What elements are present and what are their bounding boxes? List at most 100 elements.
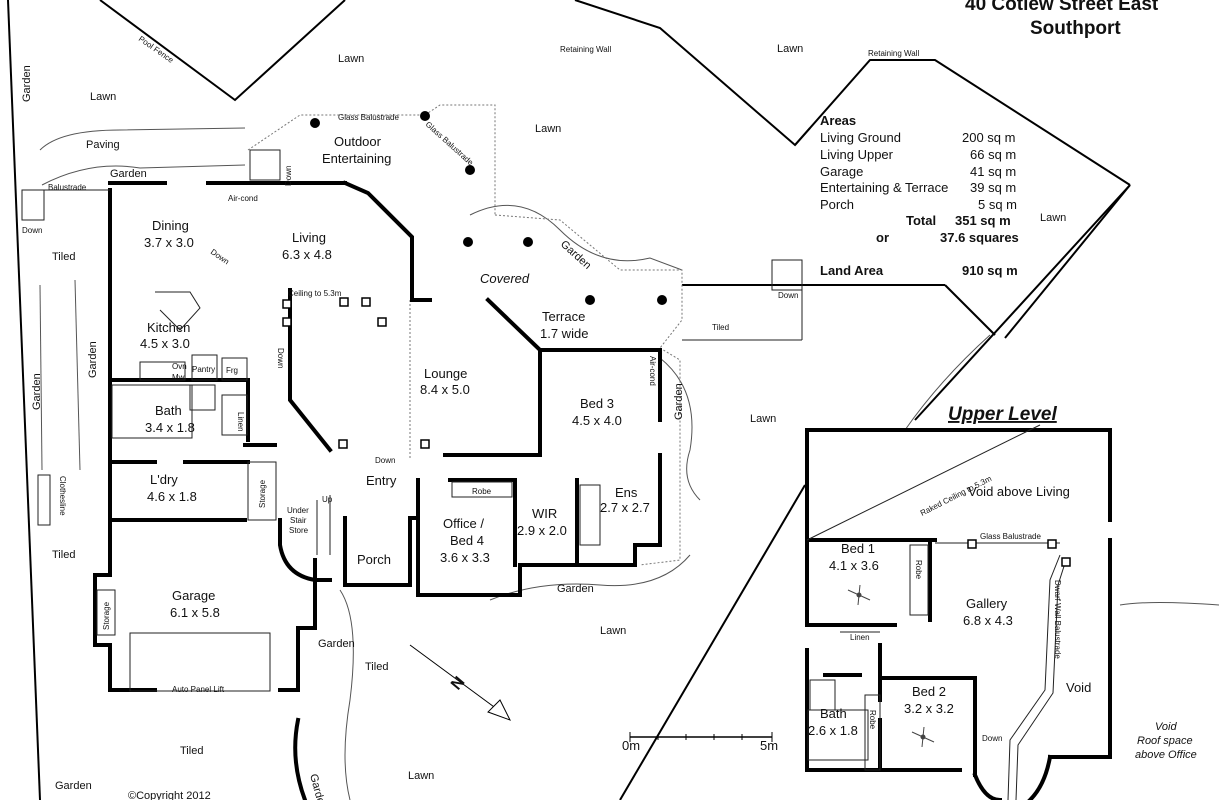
tiled-label: Tiled xyxy=(180,745,203,757)
areas-row-label: Porch xyxy=(820,197,854,212)
room-bed1-name: Bed 1 xyxy=(841,541,875,556)
room-bath-size: 3.4 x 1.8 xyxy=(145,420,195,435)
down-label: Down xyxy=(209,247,231,266)
room-terrace-name: Terrace xyxy=(542,309,585,324)
upper-robe-label: Robe xyxy=(914,560,923,580)
site-labels: Lawn Lawn Lawn Lawn Lawn Lawn Lawn Lawn … xyxy=(21,34,1066,800)
areas-row-value: 41 sq m xyxy=(970,164,1016,179)
retaining-wall-label: Retaining Wall xyxy=(560,45,612,54)
storage-label: Storage xyxy=(102,601,111,630)
down-label: Down xyxy=(22,226,42,235)
lawn-label: Lawn xyxy=(90,91,116,103)
garden-label: Garden xyxy=(557,583,594,595)
tiled-label: Tiled xyxy=(52,549,75,561)
room-office-size: 3.6 x 3.3 xyxy=(440,550,490,565)
garden-label: Garden xyxy=(31,373,43,410)
north-label: N xyxy=(448,674,468,694)
ground-floor-walls xyxy=(93,180,662,800)
lawn-label: Lawn xyxy=(600,625,626,637)
upper-level-walls xyxy=(805,424,1112,800)
storage-label: Storage xyxy=(258,479,267,508)
retaining-wall-label: Retaining Wall xyxy=(868,49,920,58)
under-stair-label: Stair xyxy=(290,516,307,525)
title-line2: Southport xyxy=(1030,18,1121,39)
glass-balustrade-label: Glass Balustrade xyxy=(424,120,476,168)
tiled-label: Tiled xyxy=(712,323,729,332)
room-wir-size: 2.9 x 2.0 xyxy=(517,523,567,538)
upper-linen-label: Linen xyxy=(850,633,870,642)
pantry-label: Pantry xyxy=(192,365,215,374)
ground-rooms: Dining 3.7 x 3.0 Living 6.3 x 4.8 Kitche… xyxy=(140,134,650,620)
room-office-name: Office / xyxy=(443,516,484,531)
areas-row-value: 66 sq m xyxy=(970,147,1016,162)
room-laundry-size: 4.6 x 1.8 xyxy=(147,489,197,504)
under-stair-label: Under xyxy=(287,506,309,515)
room-gallery-size: 6.8 x 4.3 xyxy=(963,613,1013,628)
lawn-label: Lawn xyxy=(777,43,803,55)
room-bed1-size: 4.1 x 3.6 xyxy=(829,558,879,573)
upper-glass-label: Glass Balustrade xyxy=(980,532,1041,541)
ceiling-fan-icon xyxy=(847,584,935,748)
upper-level-heading: Upper Level xyxy=(948,404,1057,425)
outdoor-outline xyxy=(247,104,683,566)
room-bed2-size: 3.2 x 3.2 xyxy=(904,701,954,716)
garden-label: Garden xyxy=(55,780,92,792)
lawn-label: Lawn xyxy=(338,53,364,65)
paving-label: Paving xyxy=(86,139,120,151)
north-arrow-icon: N xyxy=(409,644,512,721)
room-lounge-name: Lounge xyxy=(424,366,467,381)
microwave-label: Mw xyxy=(172,373,185,382)
air-cond-label: Air-cond xyxy=(648,356,657,386)
roof-void-label: Roof space xyxy=(1137,735,1193,747)
areas-row-label: Living Ground xyxy=(820,130,901,145)
room-lounge-size: 8.4 x 5.0 xyxy=(420,382,470,397)
garden-label: Garden xyxy=(21,65,33,102)
up-label: Up xyxy=(322,495,333,504)
oven-label: Ovn xyxy=(172,362,187,371)
garden-label: Garden xyxy=(307,773,328,800)
room-ens-name: Ens xyxy=(615,485,638,500)
areas-heading: Areas xyxy=(820,113,856,128)
tiled-label: Tiled xyxy=(365,661,388,673)
posts xyxy=(282,111,667,449)
room-office-name2: Bed 4 xyxy=(450,533,484,548)
room-void: Void xyxy=(1066,680,1091,695)
garden-label: Garden xyxy=(87,341,99,378)
room-bath-name: Bath xyxy=(155,403,182,418)
room-living-size: 6.3 x 4.8 xyxy=(282,247,332,262)
room-dining-name: Dining xyxy=(152,218,189,233)
glass-balustrade-label: Glass Balustrade xyxy=(338,113,399,122)
room-laundry-name: L'dry xyxy=(150,472,178,487)
room-gallery-name: Gallery xyxy=(966,596,1008,611)
garden-label: Garden xyxy=(673,383,685,420)
down-label: Down xyxy=(276,348,285,368)
pool-fence-label: Pool Fence xyxy=(137,34,176,65)
under-stair-label: Store xyxy=(289,526,309,535)
interior-lines xyxy=(21,149,803,692)
room-living-name: Living xyxy=(292,230,326,245)
lawn-label: Lawn xyxy=(535,123,561,135)
areas-or-label: or xyxy=(876,230,889,245)
room-garage-name: Garage xyxy=(172,588,215,603)
room-porch: Porch xyxy=(357,552,391,567)
auto-panel-label: Auto Panel Lift xyxy=(172,685,225,694)
down-label: Down xyxy=(778,291,798,300)
scale-end: 5m xyxy=(760,738,778,753)
areas-squares-value: 37.6 squares xyxy=(940,230,1019,245)
room-bed2-name: Bed 2 xyxy=(912,684,946,699)
land-area-value: 910 sq m xyxy=(962,263,1018,278)
upper-rooms: Upper Level Void above Living Raked Ceil… xyxy=(808,404,1197,761)
landscape-curves xyxy=(39,127,1219,800)
room-entry: Entry xyxy=(366,473,397,488)
garden-label: Garden xyxy=(110,168,147,180)
areas-row-label: Garage xyxy=(820,164,863,179)
room-upper-bath-name: Bath xyxy=(820,706,847,721)
areas-total-label: Total xyxy=(906,213,936,228)
room-bed3-name: Bed 3 xyxy=(580,396,614,411)
upper-down-label: Down xyxy=(982,734,1002,743)
room-outdoor-name: Outdoor xyxy=(334,134,382,149)
room-kitchen-name: Kitchen xyxy=(147,320,190,335)
robe-label: Robe xyxy=(472,487,492,496)
garden-label: Garden xyxy=(318,638,355,650)
